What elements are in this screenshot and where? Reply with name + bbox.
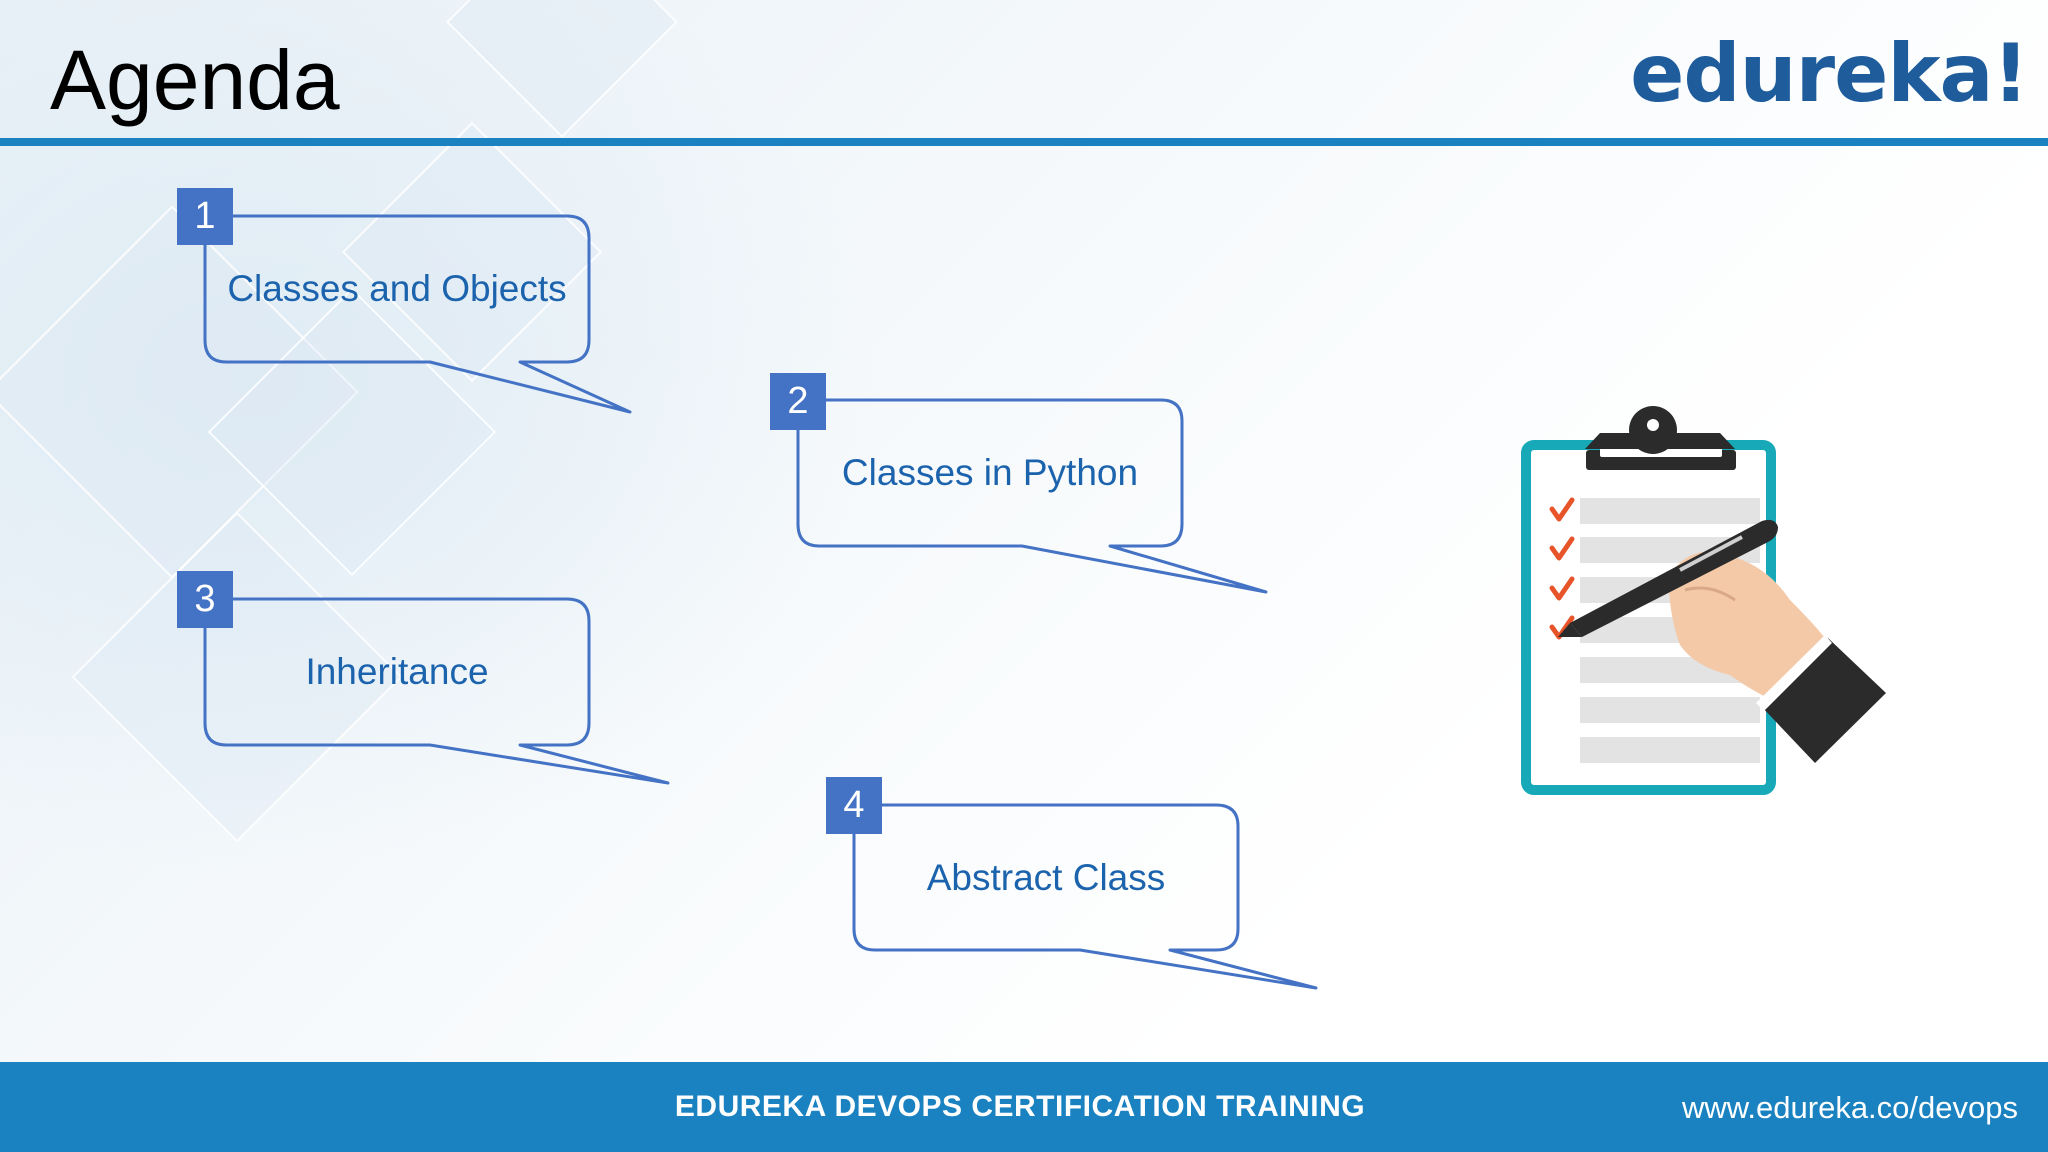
agenda-number-4: 4 [826,777,882,834]
page-title: Agenda [50,33,340,127]
footer-title: EDUREKA DEVOPS CERTIFICATION TRAINING [674,1090,1366,1123]
agenda-number-1: 1 [177,188,233,245]
agenda-number-3: 3 [177,571,233,628]
header-divider [0,138,2048,146]
agenda-item-3: Inheritance [305,651,489,692]
footer-url[interactable]: www.edureka.co/devops [1681,1090,2018,1125]
footer-bar: EDUREKA DEVOPS CERTIFICATION TRAINING ww… [0,1062,2048,1152]
edureka-logo: edureka! [1630,27,2029,120]
agenda-item-2: Classes in Python [841,452,1139,493]
clipboard-checklist-icon [1521,406,1886,795]
agenda-number-2: 2 [770,373,826,430]
agenda-item-4: Abstract Class [926,857,1166,898]
agenda-item-1: Classes and Objects [227,268,567,309]
